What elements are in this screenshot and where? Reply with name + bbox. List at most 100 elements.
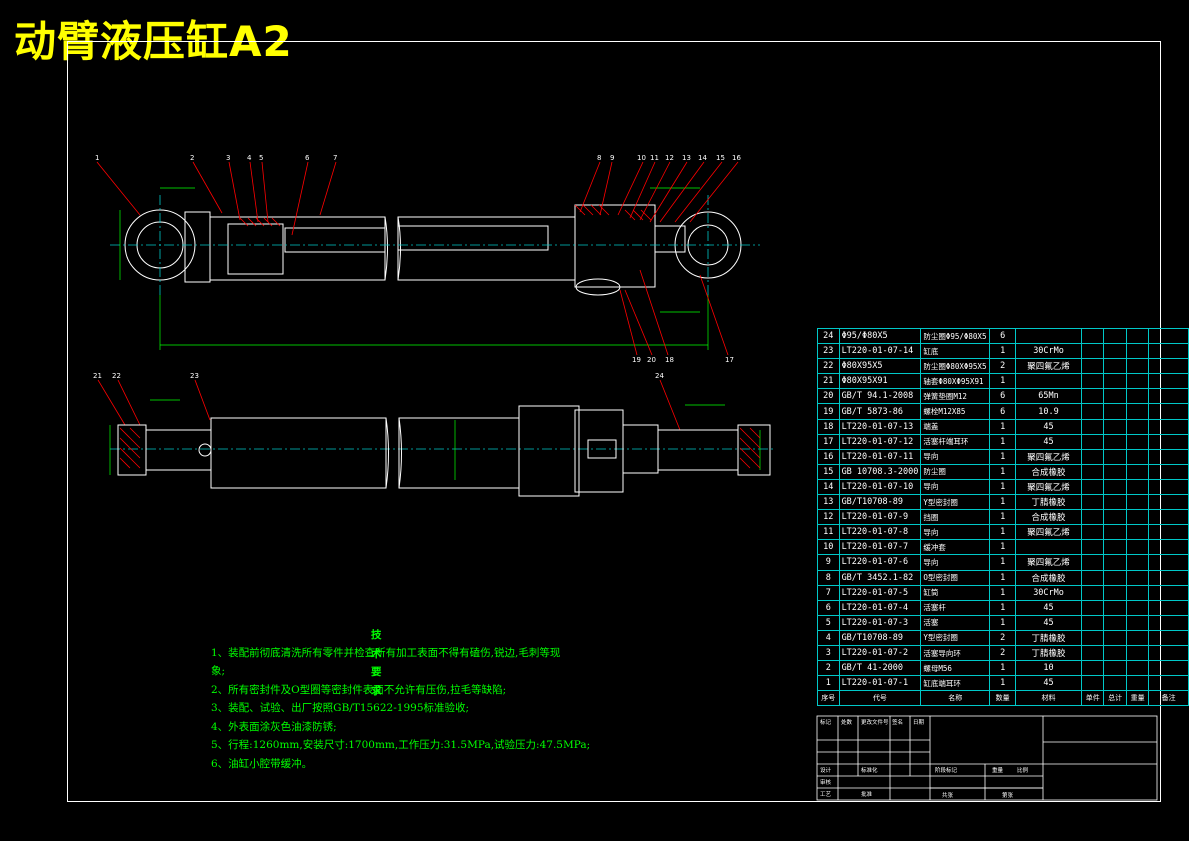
bom-cell: [1148, 629, 1189, 646]
bom-cell: 21: [817, 373, 840, 390]
bom-cell: [1125, 494, 1150, 511]
bom-cell: 1: [989, 584, 1017, 601]
bom-cell: 9: [817, 554, 840, 571]
bom-cell: [1015, 327, 1083, 345]
balloon-8: 8: [597, 154, 601, 162]
bom-cell: 活塞导向环: [920, 644, 991, 662]
balloon-17: 17: [725, 356, 734, 364]
bom-cell: [1125, 554, 1150, 571]
bom-cell: [1103, 660, 1127, 677]
bom-cell: 7: [817, 584, 840, 601]
bom-header-cell: 重量: [1125, 690, 1150, 707]
bom-cell: [1125, 675, 1150, 692]
balloon-15: 15: [716, 154, 725, 162]
bom-cell: [1103, 539, 1127, 556]
bom-cell: [1081, 629, 1105, 646]
title-block-grid: [816, 715, 1158, 801]
balloon-19: 19: [632, 356, 641, 364]
bom-cell: [1125, 539, 1150, 556]
bom-cell: 螺栓M12X85: [920, 403, 991, 420]
bom-cell: 弹簧垫圈M12: [920, 388, 991, 405]
bom-cell: [1148, 509, 1189, 526]
bom-cell: 1: [989, 343, 1017, 360]
bom-cell: [1125, 584, 1150, 601]
bom-cell: [1125, 569, 1150, 586]
rear-pin: [198, 443, 212, 457]
tech-line-1: 1、装配前彻底清洗所有零件并检查所有加工表面不得有磕伤,锐边,毛刺等现: [211, 647, 561, 659]
bom-cell: 2: [989, 358, 1017, 375]
rod-extension: [654, 225, 686, 253]
bom-cell: [1103, 403, 1127, 420]
bom-cell: [1148, 388, 1189, 405]
cylinder-section-view: [117, 405, 771, 497]
bom-cell: GB 10708.3-2000: [838, 463, 922, 480]
bom-cell: 螺母M56: [920, 660, 991, 677]
tb-sheet: 第张: [1002, 793, 1014, 799]
bom-cell: 30CrMo: [1015, 343, 1083, 360]
bom-cell: [1103, 614, 1127, 631]
bom-cell: [1015, 373, 1083, 390]
balloon-10: 10: [637, 154, 646, 162]
break-line-1: [384, 216, 388, 281]
bom-cell: 合成橡胶: [1015, 463, 1083, 480]
bom-cell: [1103, 554, 1127, 571]
bom-cell: [1103, 509, 1127, 526]
bom-cell: [1103, 675, 1127, 692]
bom-cell: 5: [817, 614, 840, 631]
bom-cell: 1: [989, 418, 1017, 435]
bom-cell: [1081, 448, 1105, 465]
bom-cell: [1148, 614, 1189, 631]
bom-cell: LT220-01-07-9: [838, 509, 922, 526]
bom-cell: LT220-01-07-8: [838, 524, 922, 541]
bom-cell: Φ80X95X91: [838, 373, 922, 390]
bom-cell: [1103, 524, 1127, 541]
bom-cell: 缸底: [920, 343, 991, 360]
bom-header-cell: 总计: [1103, 690, 1127, 707]
bom-cell: GB/T 94.1-2008: [838, 388, 922, 405]
bom-cell: LT220-01-07-3: [838, 614, 922, 631]
bom-cell: [1125, 524, 1150, 541]
tb-total-sheets: 共张: [942, 793, 954, 799]
rear-cap: [184, 211, 211, 283]
bom-cell: 2: [817, 660, 840, 677]
bom-cell: LT220-01-07-1: [838, 675, 922, 692]
bom-cell: 1: [989, 539, 1017, 556]
bom-cell: 聚四氟乙烯: [1015, 358, 1083, 375]
tb-review: 审核: [820, 780, 832, 786]
piston-rod: [284, 227, 386, 253]
bom-cell: [1081, 433, 1105, 450]
bom-cell: [1148, 403, 1189, 420]
bom-cell: [1081, 569, 1105, 586]
bom-cell: [1148, 584, 1189, 601]
barrel-right: [398, 417, 520, 489]
bom-cell: [1103, 494, 1127, 511]
bom-cell: 45: [1015, 599, 1083, 616]
balloon-7: 7: [333, 154, 337, 162]
balloon-20: 20: [647, 356, 656, 364]
bom-cell: [1103, 463, 1127, 480]
balloon-3: 3: [226, 154, 230, 162]
bom-cell: [1103, 343, 1127, 360]
bom-cell: O型密封圈: [920, 569, 991, 586]
bom-cell: 导向: [920, 478, 991, 496]
bom-cell: [1103, 358, 1127, 375]
bom-cell: 导向: [920, 554, 991, 571]
bom-cell: 14: [817, 478, 840, 496]
bom-cell: [1148, 675, 1189, 692]
bom-cell: 10: [817, 539, 840, 556]
bom-cell: 防尘圈Φ95/Φ80X5: [920, 327, 991, 345]
bom-cell: 合成橡胶: [1015, 509, 1083, 526]
bom-cell: [1103, 327, 1127, 345]
bom-cell: 6: [989, 327, 1017, 345]
balloon-18: 18: [665, 356, 674, 364]
bom-header-row: 序号代号名称数量材料单件总计重量备注: [817, 690, 1189, 707]
bom-cell: 45: [1015, 614, 1083, 631]
tb-count: 处数: [841, 720, 853, 726]
bom-cell: [1081, 403, 1105, 420]
